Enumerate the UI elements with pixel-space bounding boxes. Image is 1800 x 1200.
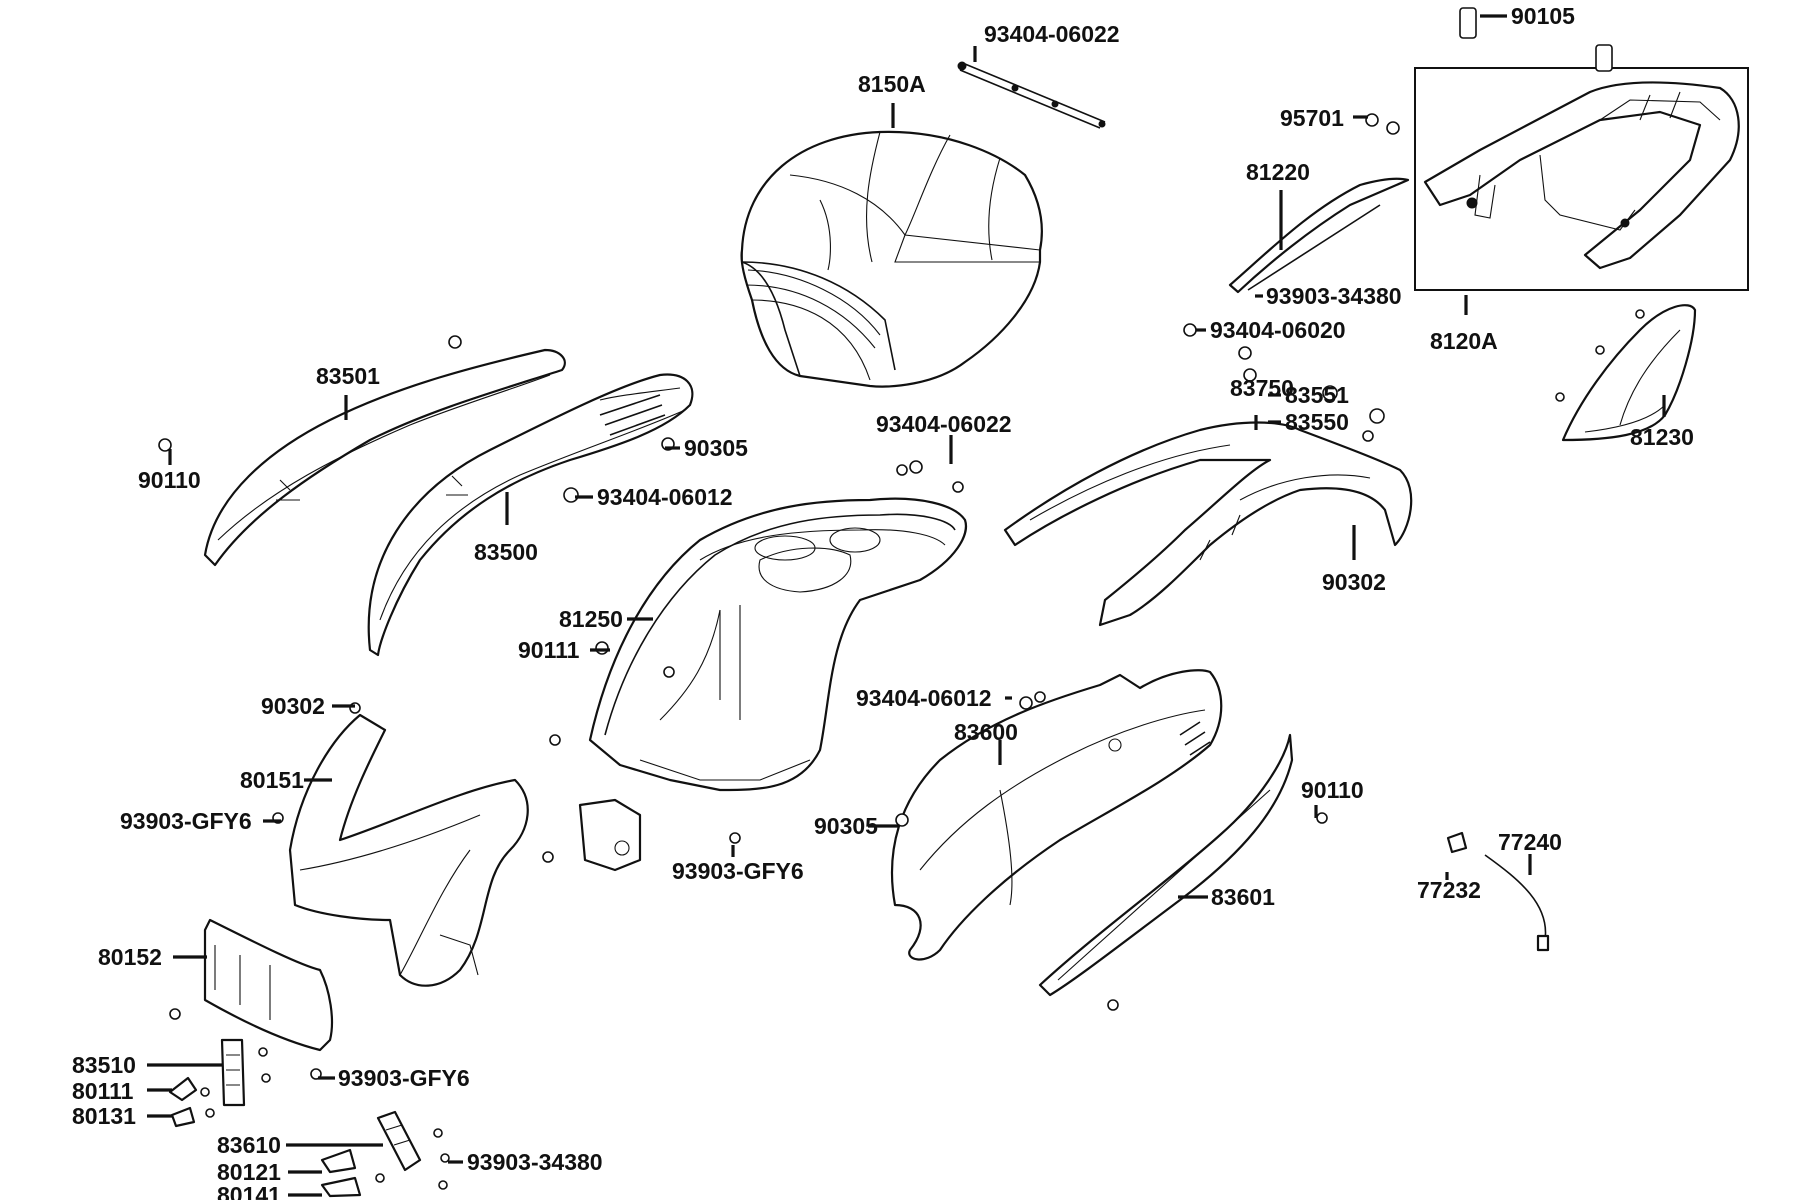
label-93903-gfy6-bottom: 93903-GFY6 bbox=[338, 1065, 470, 1091]
label-83551: 83551 bbox=[1285, 382, 1349, 408]
label-90305-mid: 90305 bbox=[814, 813, 878, 839]
label-80111: 80111 bbox=[72, 1078, 134, 1104]
label-90110-left: 90110 bbox=[138, 467, 201, 493]
label-80152: 80152 bbox=[98, 944, 162, 970]
part-side-strip-81220 bbox=[1228, 177, 1410, 294]
label-83501: 83501 bbox=[316, 363, 380, 389]
part-labels: 90105 93404-06022 8150A 95701 81220 9390… bbox=[72, 3, 1694, 1200]
label-81250: 81250 bbox=[559, 606, 623, 632]
part-reflectors bbox=[168, 1076, 362, 1198]
label-83601: 83601 bbox=[1211, 884, 1275, 910]
part-latch bbox=[578, 798, 642, 872]
part-top-box-8150A bbox=[740, 130, 1043, 388]
part-panel-83500 bbox=[367, 373, 694, 657]
part-strip-top bbox=[957, 61, 1106, 129]
fasteners bbox=[158, 7, 1645, 1190]
part-panel-81230 bbox=[1561, 304, 1697, 442]
label-83610: 83610 bbox=[217, 1132, 281, 1158]
label-83550: 83550 bbox=[1285, 409, 1349, 435]
label-80121: 80121 bbox=[217, 1159, 281, 1185]
label-83600: 83600 bbox=[954, 719, 1018, 745]
label-90302-right: 90302 bbox=[1322, 569, 1386, 595]
part-lower-panel-80152 bbox=[203, 918, 334, 1052]
label-80131: 80131 bbox=[72, 1103, 136, 1129]
leader-lines bbox=[147, 14, 1666, 1197]
label-93903-gfy6-left: 93903-GFY6 bbox=[120, 808, 252, 834]
label-8150A: 8150A bbox=[858, 71, 926, 97]
label-93404-06020: 93404-06020 bbox=[1210, 317, 1346, 343]
label-93903-34380-bottom: 93903-34380 bbox=[467, 1149, 603, 1175]
label-83500: 83500 bbox=[474, 539, 538, 565]
label-90110-right: 90110 bbox=[1301, 777, 1364, 803]
label-90305-top: 90305 bbox=[684, 435, 748, 461]
part-front-lower-80151 bbox=[288, 713, 529, 987]
label-90111: 90111 bbox=[518, 637, 580, 663]
label-90105: 90105 bbox=[1511, 3, 1575, 29]
label-93404-06022-top: 93404-06022 bbox=[984, 21, 1120, 47]
label-77232: 77232 bbox=[1417, 877, 1481, 903]
label-80151: 80151 bbox=[240, 767, 304, 793]
label-93903-gfy6-mid: 93903-GFY6 bbox=[672, 858, 804, 884]
label-93404-06022-mid: 93404-06022 bbox=[876, 411, 1012, 437]
label-93404-06012-mid: 93404-06012 bbox=[856, 685, 992, 711]
part-rear-carrier-8120A bbox=[1414, 67, 1749, 291]
label-95701: 95701 bbox=[1280, 105, 1344, 131]
label-81230: 81230 bbox=[1630, 424, 1694, 450]
label-80141: 80141 bbox=[217, 1182, 281, 1200]
part-underseat-tray-81250 bbox=[588, 497, 967, 792]
label-81220: 81220 bbox=[1246, 159, 1310, 185]
label-93404-06012-top: 93404-06012 bbox=[597, 484, 733, 510]
part-strip-83601 bbox=[1038, 733, 1294, 997]
label-83510: 83510 bbox=[72, 1052, 136, 1078]
part-bracket-83510 bbox=[220, 1038, 246, 1107]
part-panel-83501 bbox=[203, 348, 566, 567]
label-77240: 77240 bbox=[1498, 829, 1562, 855]
part-cable-77240 bbox=[1446, 831, 1550, 952]
label-8120A: 8120A bbox=[1430, 328, 1498, 354]
label-93903-34380-top: 93903-34380 bbox=[1266, 283, 1402, 309]
label-83750: 83750 bbox=[1230, 375, 1294, 401]
part-side-body-83600 bbox=[890, 669, 1223, 961]
label-90302-left: 90302 bbox=[261, 693, 325, 719]
part-bracket-83610 bbox=[376, 1110, 422, 1172]
